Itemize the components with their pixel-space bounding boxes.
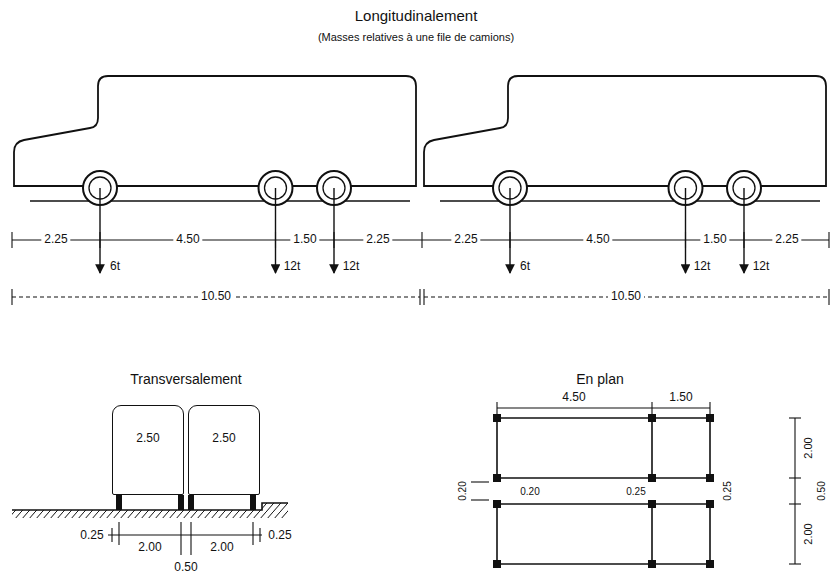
dimension-label: 0.20: [520, 486, 539, 497]
dimension-label: 2.25: [41, 233, 70, 246]
dimension-label: 1.50: [700, 233, 729, 246]
dimension-label: 0.25: [80, 529, 103, 542]
dimension-label: 10.50: [198, 290, 234, 303]
curb-hatch: [262, 503, 288, 518]
load-label: 12t: [694, 260, 711, 273]
dimension-label: 0.20: [457, 481, 468, 500]
dimension-label: 0.25: [722, 481, 733, 500]
dimension-label: 2.00: [138, 541, 161, 554]
dimension-label: 1.50: [290, 233, 319, 246]
truck-side: [14, 76, 416, 273]
dimension-label: 10.50: [608, 290, 644, 303]
dimension-line: [12, 232, 829, 248]
dimension-label: 0.50: [174, 561, 197, 574]
dimension-label: 4.50: [562, 391, 585, 404]
dimension-label: 2.50: [113, 432, 183, 445]
plan-outline: [497, 418, 710, 564]
dimension-label: 2.25: [772, 233, 801, 246]
view-title: Transversalement: [130, 372, 242, 387]
wheel-square: [493, 414, 714, 568]
dimension-label: 2.25: [451, 233, 480, 246]
dimension-line: [108, 522, 262, 555]
dimension-label: 2.50: [189, 432, 259, 445]
dimension-label: 4.50: [173, 233, 202, 246]
load-label: 12t: [753, 260, 770, 273]
load-label: 12t: [343, 260, 360, 273]
ground-hatch: [12, 510, 262, 518]
view-title: En plan: [576, 372, 623, 387]
dimension-label: 0.25: [626, 486, 645, 497]
dimension-label: 2.00: [802, 437, 814, 458]
load-label: 6t: [520, 260, 530, 273]
dimension-label: 0.50: [816, 481, 827, 500]
dimension-label: 2.00: [210, 541, 233, 554]
subtitle: (Masses relatives à une file de camions): [318, 31, 514, 43]
ground-line: [12, 503, 288, 510]
truck-section-box: 2.50: [112, 405, 184, 495]
dimension-line: [471, 402, 801, 564]
load-label: 12t: [284, 260, 301, 273]
dimension-label: 4.50: [583, 233, 612, 246]
dimension-label: 2.00: [802, 523, 814, 544]
overall-dimension: [12, 289, 829, 305]
view-title: Longitudinalement: [355, 8, 478, 25]
dimension-label: 2.25: [363, 233, 392, 246]
truck-section-box: 2.50: [188, 405, 260, 495]
dimension-label: 0.25: [268, 529, 291, 542]
load-label: 6t: [110, 260, 120, 273]
truck-side: [424, 76, 826, 273]
dimension-label: 1.50: [669, 391, 692, 404]
wheel-contact: [116, 495, 256, 510]
